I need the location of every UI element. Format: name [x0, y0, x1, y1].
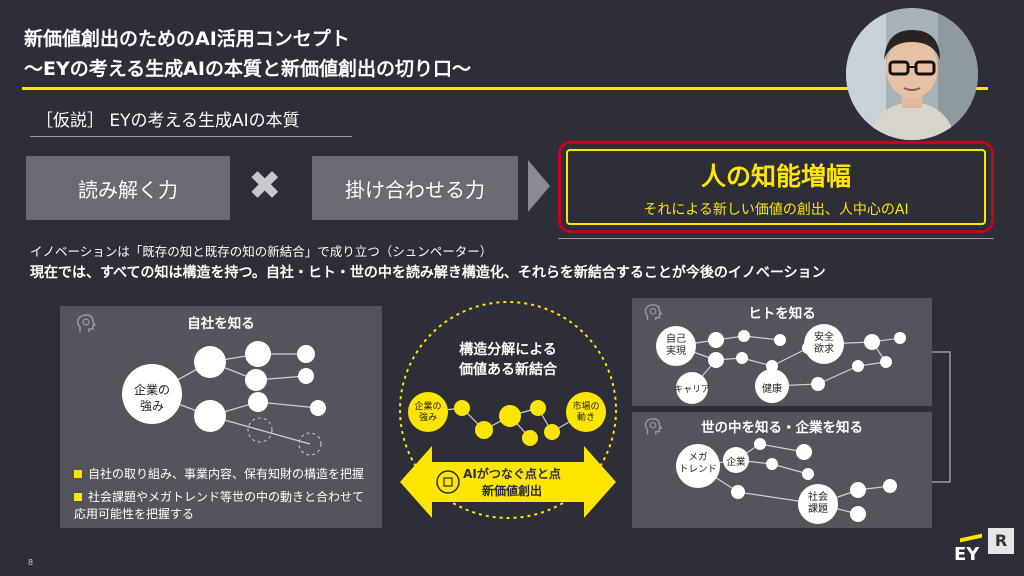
combining-power-label: 掛け合わせる力	[345, 177, 485, 202]
company-strength-label: 企業の 強み	[133, 383, 170, 413]
right-panel-know-people: ヒトを知る	[632, 298, 932, 406]
center-left-node-label: 企業の 強み	[414, 402, 442, 423]
ey-logo-bar	[960, 533, 982, 543]
combining-power-box: 掛け合わせる力	[312, 156, 518, 220]
presenter-avatar-icon	[846, 8, 978, 140]
arrow-right-icon	[528, 160, 550, 212]
right-panel-bracket	[932, 351, 951, 483]
reading-power-label: 読み解く力	[78, 177, 178, 202]
result-subtitle: それによる新しい価値の創出、人中心のAI	[643, 202, 909, 218]
career-label: キャリア	[673, 385, 710, 395]
slide-title: 新価値創出のためのAI活用コンセプト ～EYの考える生成AIの本質と新価値創出の…	[24, 24, 471, 84]
center-arrow-text: AIがつなぐ点と点 新価値創出	[463, 467, 561, 498]
title-line-1: 新価値創出のためのAI活用コンセプト	[24, 28, 350, 50]
presenter-webcam	[846, 8, 978, 140]
hypothesis-underline	[30, 136, 352, 137]
right-panel-know-world: 世の中を知る・企業を知る メガ トレンド 企業 社会 課題	[632, 412, 932, 528]
hypothesis-label: ［仮説］ EYの考える生成AIの本質	[36, 111, 300, 131]
title-underline	[22, 87, 988, 90]
result-title: 人の知能増幅	[700, 162, 851, 191]
title-line-2: ～EYの考える生成AIの本質と新価値創出の切り口～	[24, 58, 471, 80]
left-panel-know-company: 自社を知る 企業の 強み 自社の取り組み、事業内容、保有知財の構造を把握 社会課…	[60, 306, 382, 528]
left-panel-title: 自社を知る	[187, 316, 255, 332]
reading-power-box: 読み解く力	[26, 156, 230, 220]
ai-head-icon	[436, 470, 460, 494]
self-actualization-label: 自己 実現	[666, 334, 686, 357]
right-top-title: ヒトを知る	[748, 306, 816, 322]
head-brain-icon	[644, 418, 663, 435]
highlight-frame	[558, 141, 994, 233]
schumpeter-note: イノベーションは「既存の知と既存の知の新結合」で成り立つ（シュンペーター）	[30, 244, 493, 259]
left-panel-bullets: 自社の取り組み、事業内容、保有知財の構造を把握 社会課題やメガトレンド等世の中の…	[74, 466, 374, 523]
result-box: 人の知能増幅 それによる新しい価値の創出、人中心のAI	[566, 149, 986, 225]
multiply-icon: ✖	[248, 163, 282, 209]
bullet-square-icon	[74, 493, 82, 501]
megatrend-label: メガ トレンド	[678, 452, 717, 475]
social-issues-label: 社会 課題	[808, 492, 828, 515]
bullet-item: 自社の取り組み、事業内容、保有知財の構造を把握	[74, 466, 374, 483]
world-network-diagram	[676, 438, 897, 524]
result-divider	[558, 238, 994, 239]
safety-needs-label: 安全 欲求	[814, 332, 834, 355]
company-network-diagram	[122, 341, 326, 456]
head-brain-icon	[644, 304, 663, 321]
company-label: 企業	[726, 457, 746, 468]
health-label: 健康	[762, 384, 782, 395]
corner-r-icon: R	[988, 528, 1014, 554]
bullet-square-icon	[74, 470, 82, 478]
company-strength-node	[122, 364, 182, 424]
innovation-statement: 現在では、すべての知は構造を持つ。自社・ヒト・世の中を読み解き構造化、それらを新…	[30, 265, 826, 281]
ey-logo: EY	[954, 544, 980, 565]
page-number: 8	[28, 558, 34, 567]
people-network-diagram	[656, 324, 906, 404]
center-combination-diagram	[399, 301, 617, 519]
center-right-node-label: 市場の 動き	[572, 402, 600, 423]
head-brain-icon	[77, 314, 97, 332]
bullet-item: 社会課題やメガトレンド等世の中の動きと合わせて応用可能性を把握する	[74, 490, 365, 521]
center-circle-title: 構造分解による 価値ある新結合	[459, 342, 557, 378]
right-bottom-title: 世の中を知る・企業を知る	[701, 420, 863, 436]
